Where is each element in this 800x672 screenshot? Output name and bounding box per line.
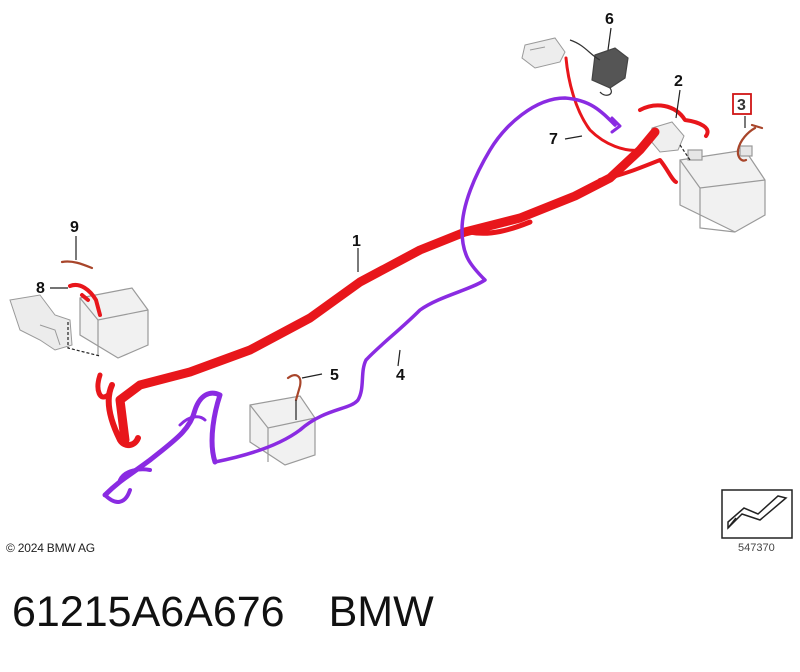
callout-2: 2 xyxy=(674,73,683,90)
battery-center xyxy=(249,395,316,466)
leader-lines xyxy=(50,27,746,420)
bracket-left xyxy=(9,294,73,351)
callout-7: 7 xyxy=(549,131,558,148)
fuse-box-6 xyxy=(569,39,629,96)
callout-1: 1 xyxy=(352,233,361,250)
callout-4: 4 xyxy=(396,367,405,384)
callout-6: 6 xyxy=(605,11,614,28)
highlight-box xyxy=(732,93,752,115)
callout-9: 9 xyxy=(70,219,79,236)
cable-5 xyxy=(286,374,302,402)
battery-right xyxy=(679,145,766,233)
part-caption: 61215A6A676 BMW xyxy=(12,588,434,637)
brand-name: BMW xyxy=(328,588,434,636)
callout-labels: 1 2 3 4 5 6 7 8 9 xyxy=(36,11,752,384)
callout-5: 5 xyxy=(330,367,339,384)
cable-3 xyxy=(736,123,764,162)
copyright-notice: © 2024 BMW AG xyxy=(6,541,95,555)
callout-3: 3 xyxy=(737,97,746,114)
part-number: 61215A6A676 xyxy=(12,588,285,636)
battery-left xyxy=(79,287,149,359)
callout-8: 8 xyxy=(36,280,45,297)
cable-9 xyxy=(60,260,94,270)
direction-arrow-icon xyxy=(721,489,793,539)
secondary-cable xyxy=(102,96,622,504)
cable-8 xyxy=(68,283,102,317)
main-positive-cable xyxy=(95,56,710,448)
diagram-number: 547370 xyxy=(738,542,775,554)
parts-diagram: 1 2 3 4 5 6 7 8 9 xyxy=(9,11,793,539)
control-unit-top xyxy=(521,37,566,69)
